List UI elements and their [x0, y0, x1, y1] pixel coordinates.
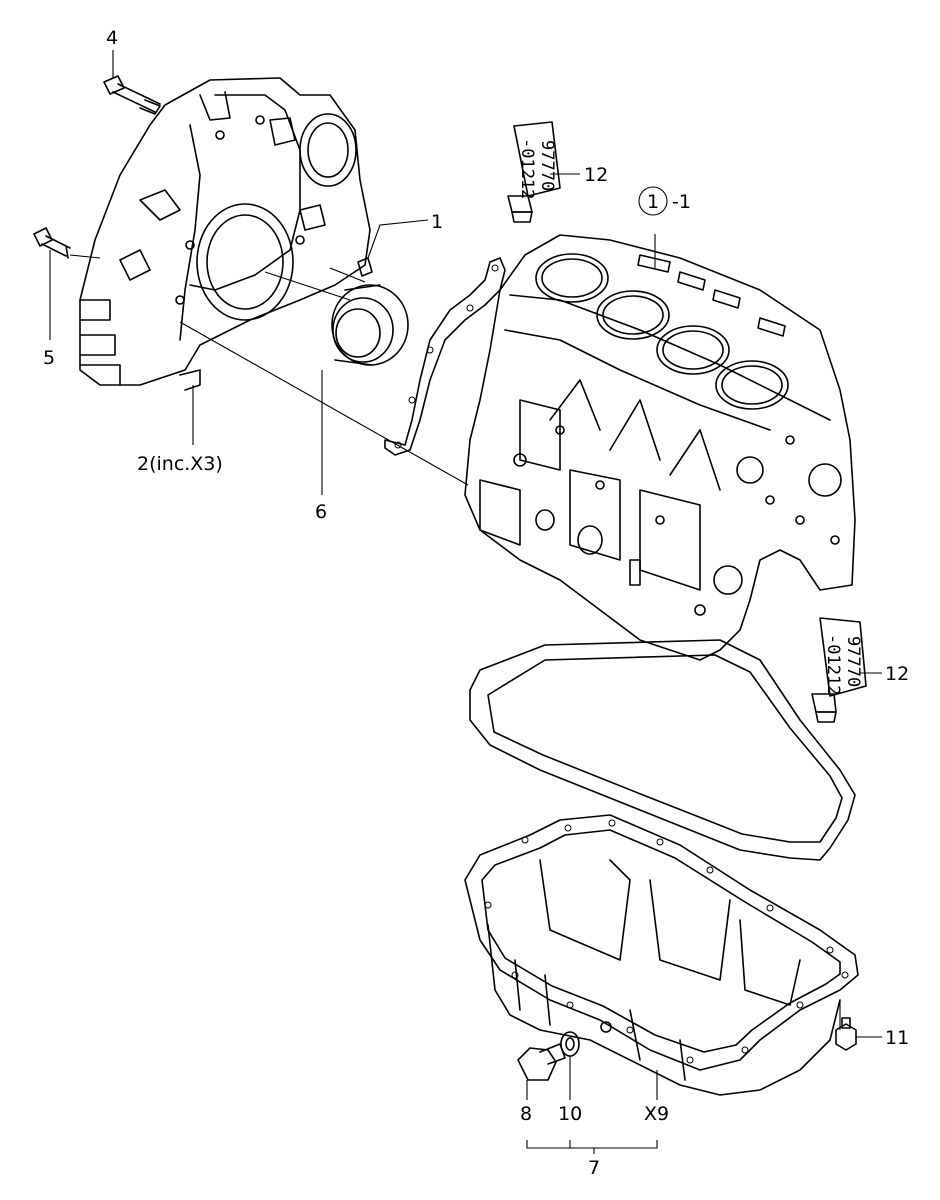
callout-4: 4: [106, 27, 118, 49]
flywheel-housing: [79, 77, 371, 391]
callout-11: 11: [885, 1027, 909, 1049]
callout-2: 2(inc.X3): [137, 453, 223, 475]
tube-text-right-line1: 97770: [843, 636, 863, 687]
callout-12-top: 12: [584, 164, 608, 186]
sealant-tube-right: 97770 -01212: [811, 617, 867, 723]
dowel-pin-1: [357, 257, 373, 277]
leader-lines: [49, 50, 882, 1154]
oil-seal-6: [331, 284, 409, 366]
cylinder-block: [464, 234, 856, 661]
oil-pan: [464, 814, 859, 1096]
callout-6: 6: [315, 501, 327, 523]
callout-labels: 4 5 2(inc.X3) 6 1 12 1 -1 12 11 8 10 X9 …: [43, 27, 909, 1179]
callout-10: 10: [558, 1103, 582, 1125]
callout-7: 7: [588, 1157, 600, 1179]
callout-x9: X9: [644, 1103, 669, 1125]
callout-8: 8: [520, 1103, 532, 1125]
bolt-4: [103, 75, 161, 115]
tube-text-top-line1: 97770: [537, 140, 557, 191]
drain-plug-8: [517, 1043, 566, 1081]
bolt-5: [33, 227, 71, 259]
callout-1-1: -1: [672, 191, 691, 213]
callout-5: 5: [43, 347, 55, 369]
bolt-11: [835, 1017, 857, 1051]
tube-text-right-line2: -01212: [823, 634, 843, 695]
rear-plate-gasket: [384, 257, 506, 456]
sealant-tube-top: 97770 -01212: [507, 121, 561, 223]
tube-text-top-line2: -01212: [517, 138, 537, 199]
callout-12-right: 12: [885, 663, 909, 685]
callout-circle-1: [638, 186, 668, 216]
oil-pan-gasket: [469, 639, 856, 861]
callout-1-1-circle-number: 1: [647, 191, 659, 213]
callout-1: 1: [431, 211, 443, 233]
